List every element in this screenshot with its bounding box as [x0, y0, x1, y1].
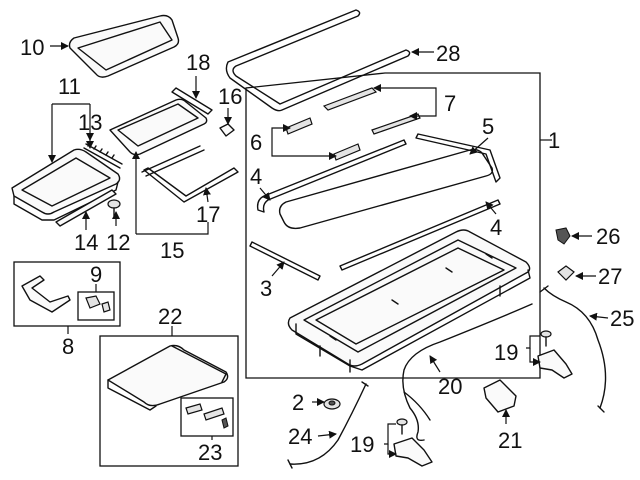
callout-25: 25 [610, 306, 634, 331]
callout-14: 14 [74, 230, 98, 255]
callout-2: 2 [292, 390, 304, 415]
leader-19-upper-b [529, 348, 541, 366]
leader-19-lower-b [387, 444, 397, 458]
leader-24 [317, 430, 337, 439]
callout-17: 17 [196, 202, 220, 227]
leader-17 [203, 187, 211, 203]
callout-20: 20 [438, 374, 462, 399]
callout-4b: 4 [490, 215, 502, 240]
part-9-fasteners [85, 295, 111, 313]
callout-7: 7 [444, 91, 456, 116]
callout-24: 24 [288, 424, 312, 449]
leader-4a [259, 187, 271, 201]
callout-4a: 4 [250, 164, 262, 189]
callout-21: 21 [498, 428, 522, 453]
part-7-brackets [322, 87, 421, 135]
part-17-frame-seal [141, 145, 239, 203]
part-16-pin [219, 123, 235, 137]
part-14-guide-strip [55, 189, 117, 227]
callout-19b: 19 [350, 432, 374, 457]
leader-19-upper [526, 335, 540, 349]
callout-27: 27 [598, 264, 622, 289]
callout-18: 18 [186, 50, 210, 75]
callout-15: 15 [160, 238, 184, 263]
part-frame-seal-inner [278, 148, 494, 230]
part-24-drain-hose [287, 381, 369, 469]
part-1-sunroof-frame [287, 229, 531, 373]
group-box-8 [13, 261, 121, 327]
callout-1: 1 [548, 128, 560, 153]
callout-16: 16 [218, 84, 242, 109]
leader-7-down [409, 92, 437, 120]
part-25-drain-hose [539, 285, 607, 413]
callout-11: 11 [58, 74, 81, 99]
callout-9: 9 [90, 262, 102, 287]
leader-6-down [271, 142, 337, 160]
leader-6-up [271, 124, 291, 142]
group-box-22 [99, 335, 239, 467]
callout-5: 5 [482, 114, 494, 139]
part-21-control-module [483, 379, 517, 413]
leader-5 [469, 137, 489, 155]
part-8-bracket [21, 275, 71, 313]
callout-19a: 19 [494, 340, 518, 365]
part-4-rail-right [339, 199, 501, 271]
leader-20 [429, 355, 441, 373]
callout-26: 26 [596, 224, 620, 249]
callout-13: 13 [78, 110, 102, 135]
part-27-bracket [557, 265, 575, 281]
callout-10: 10 [20, 35, 44, 60]
part-18-seal-strip [171, 87, 213, 115]
callout-3: 3 [260, 276, 272, 301]
part-10-glass-panel [68, 14, 180, 78]
part-3-deflector [249, 241, 321, 281]
assembly-1-bracket [245, 72, 541, 379]
callout-28: 28 [436, 41, 460, 66]
part-6-brackets [285, 117, 361, 161]
callout-6: 6 [250, 130, 262, 155]
part-2-grommet [323, 398, 341, 410]
part-20-wiring-harness [402, 303, 533, 442]
part-19-motor-lower [393, 418, 433, 467]
callout-8: 8 [62, 334, 74, 359]
part-23-hardware [185, 403, 229, 429]
part-5-rail [415, 133, 501, 183]
leader-3 [271, 261, 285, 277]
group-box-23-inner [180, 397, 234, 437]
leader-25 [589, 312, 609, 321]
leader-15 [136, 222, 209, 235]
callout-23: 23 [198, 440, 222, 465]
part-26-clip [555, 227, 571, 245]
part-19-motor-upper [537, 330, 573, 379]
part-15-shade-panel [109, 98, 208, 156]
leader-19-lower [384, 423, 396, 445]
leader-7-up [373, 84, 437, 92]
callout-22: 22 [158, 304, 182, 329]
leader-4b [485, 201, 497, 215]
part-4-rail-left [256, 139, 407, 213]
part-11-panel-assembly [11, 148, 121, 221]
callout-12: 12 [106, 230, 130, 255]
part-22-sunshade [107, 344, 229, 411]
part-28-weatherstrip [225, 9, 411, 112]
part-12-clip [107, 199, 121, 217]
